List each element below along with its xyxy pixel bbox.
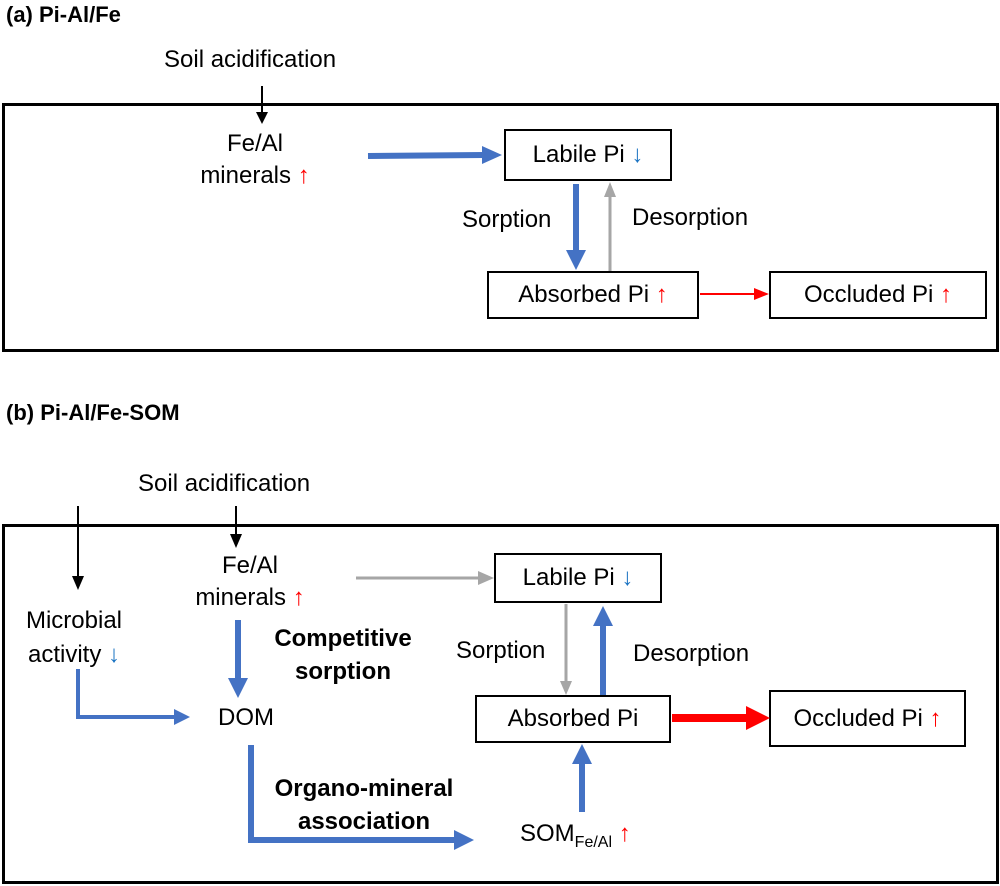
labile-pi-label: Labile Pi — [532, 141, 625, 168]
arrowhead-som-to-absorbed — [572, 744, 592, 764]
competitive-line1: Competitive — [274, 625, 412, 652]
som-label: SOM — [520, 820, 575, 847]
panel-b-occluded-pi-node: Occluded Pi ↑ — [769, 690, 966, 747]
panel-b-microbial-activity: Microbial activity ↓ — [14, 604, 134, 672]
increase-icon: ↑ — [297, 162, 310, 189]
panel-b-fe-al-minerals: Fe/Al minerals ↑ — [180, 550, 320, 614]
arrowhead-microbial-to-dom — [174, 709, 190, 725]
arrowhead-acidification-a — [256, 112, 268, 124]
decrease-icon: ↓ — [631, 141, 644, 168]
panel-b-competitive-sorption: Competitive sorption — [258, 622, 428, 688]
increase-icon: ↑ — [655, 281, 668, 308]
panel-b-desorption-label: Desorption — [633, 640, 750, 667]
panel-a-soil-acidification: Soil acidification — [164, 46, 337, 73]
fe-al-label-line2: minerals — [200, 162, 292, 189]
arrowhead-sorption-a — [566, 250, 586, 270]
panel-b-dom: DOM — [218, 704, 274, 731]
organo-line2: association — [297, 808, 431, 835]
panel-a-desorption-label: Desorption — [632, 204, 749, 231]
competitive-line2: sorption — [295, 658, 391, 685]
panel-a-labile-pi-node: Labile Pi ↓ — [504, 129, 672, 181]
panel-b-som-fe-al: SOMFe/Al ↑ — [520, 820, 631, 852]
fe-al-label-line1: Fe/Al — [221, 552, 278, 579]
panel-b-labile-pi-node: Labile Pi ↓ — [494, 553, 662, 603]
arrowhead-sorption-b — [560, 681, 572, 695]
arrowhead-desorption-a — [604, 182, 616, 197]
panel-b-soil-acidification: Soil acidification — [138, 470, 311, 497]
occluded-pi-label: Occluded Pi — [793, 704, 923, 732]
arrowhead-competitive-sorption — [228, 678, 248, 698]
arrowhead-desorption-b — [593, 606, 613, 626]
panel-a-sorption-label: Sorption — [462, 206, 552, 233]
fe-al-label-line2: minerals — [195, 584, 287, 611]
increase-icon: ↑ — [929, 704, 942, 732]
arrow-organo-mineral — [248, 745, 456, 843]
microbial-label-line1: Microbial — [25, 607, 123, 634]
decrease-icon: ↓ — [108, 641, 121, 668]
som-subscript: Fe/Al — [574, 833, 613, 851]
fe-al-label-line1: Fe/Al — [226, 130, 283, 157]
arrowhead-acidification-microbial — [72, 576, 84, 590]
panel-b-title: (b) Pi-Al/Fe-SOM — [6, 400, 180, 425]
absorbed-pi-label: Absorbed Pi — [518, 281, 650, 308]
panel-b-sorption-label: Sorption — [456, 637, 546, 664]
increase-icon: ↑ — [618, 820, 631, 847]
panel-b-frame — [2, 524, 999, 884]
occluded-pi-label: Occluded Pi — [803, 281, 934, 308]
increase-icon: ↑ — [940, 281, 953, 308]
labile-pi-label: Labile Pi — [522, 564, 615, 591]
arrow-fe-al-to-labile-a — [367, 152, 485, 159]
panel-a-occluded-pi-node: Occluded Pi ↑ — [769, 271, 987, 319]
arrowhead-acidification-fe-al-b — [230, 534, 242, 548]
panel-b-absorbed-pi-node: Absorbed Pi — [475, 695, 671, 743]
panel-a-title: (a) Pi-Al/Fe — [6, 2, 121, 27]
arrowhead-fe-al-to-labile-b — [478, 571, 494, 585]
panel-b-organo-mineral-association: Organo-mineral association — [258, 772, 470, 838]
arrowhead-fe-al-to-labile-a — [482, 146, 502, 164]
panel-a-absorbed-pi-node: Absorbed Pi ↑ — [487, 271, 699, 319]
absorbed-pi-label: Absorbed Pi — [507, 705, 639, 732]
decrease-icon: ↓ — [621, 564, 634, 591]
panel-a-frame — [2, 103, 999, 352]
panel-a-fe-al-minerals: Fe/Al minerals ↑ — [190, 128, 320, 192]
microbial-label-line2: activity — [27, 641, 102, 668]
arrowhead-absorbed-to-occluded-a — [754, 288, 769, 300]
arrowhead-organo-mineral — [454, 830, 474, 850]
organo-line1: Organo-mineral — [274, 775, 454, 802]
arrow-microbial-to-dom — [76, 669, 176, 719]
arrowhead-absorbed-to-occluded-b — [746, 706, 770, 730]
increase-icon: ↑ — [292, 584, 305, 611]
